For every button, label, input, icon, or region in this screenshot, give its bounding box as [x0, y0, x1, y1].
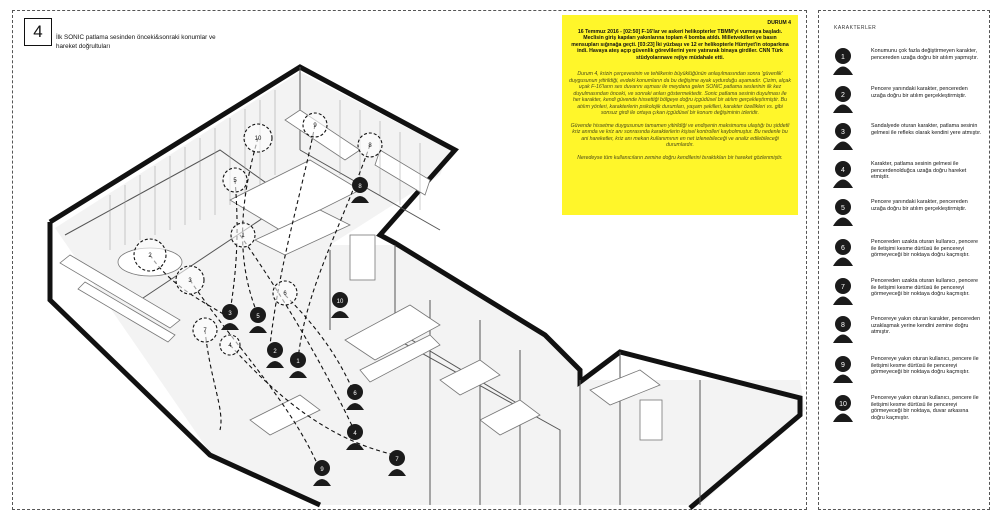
svg-text:9: 9: [841, 362, 845, 369]
person-figure-icon: 2: [266, 342, 284, 368]
previous-position-markers: [133, 112, 383, 356]
person-figure-icon: 5: [249, 307, 267, 333]
person-figure-icon: 7: [388, 450, 406, 476]
svg-text:4: 4: [353, 431, 357, 437]
legend-item: 5 Pencere yanındaki karakter, pencereden …: [828, 197, 986, 231]
svg-text:1: 1: [841, 54, 845, 61]
scenario-headline: 16 Temmuz 2016 - [02:50] F-16'lar ve ask…: [571, 28, 789, 61]
drawing-frame: [12, 10, 807, 510]
legend-item: 2 Pencere yanındaki karakter, pencereden …: [828, 84, 986, 118]
svg-text:3: 3: [841, 129, 845, 136]
person-figure-icon: 9: [313, 460, 331, 486]
person-avatar-icon: 7: [833, 278, 853, 305]
svg-text:5: 5: [841, 205, 845, 212]
marker-label: 9: [313, 123, 317, 129]
figure-number: 4: [24, 18, 52, 46]
marker-label: 10: [255, 136, 262, 142]
svg-text:7: 7: [841, 284, 845, 291]
legend-item-text: Konumunu çok fazla değiştirmeyen karakte…: [871, 48, 978, 61]
legend-item: 3 Sandalyede oturan karakter, patlama ses…: [828, 121, 986, 155]
marker-label: 4: [228, 343, 232, 349]
svg-text:10: 10: [839, 401, 847, 408]
legend-item-text: Pencereye yakın oturan kullanıcı, pencer…: [871, 356, 979, 376]
legend-item-text: Pencere yanındaki karakter, pencereden u…: [871, 86, 968, 99]
legend-item-text: Pencere yanındaki karakter, pencereden u…: [871, 199, 968, 212]
svg-text:5: 5: [256, 314, 260, 320]
svg-text:3: 3: [228, 311, 232, 317]
svg-text:7: 7: [395, 457, 399, 463]
marker-label: 7: [203, 328, 207, 334]
person-figure-icon: 3: [221, 304, 239, 330]
scenario-title: DURUM 4: [767, 20, 791, 26]
legend-item: 7 Pencereden uzakta oturan kullanıcı, pen…: [828, 276, 986, 310]
legend-item: 8 Pencereye yakın oturan karakter, pencer…: [828, 314, 986, 348]
legend-item-text: Pencereye yakın oturan karakter, pencere…: [871, 316, 981, 336]
svg-text:6: 6: [841, 245, 845, 252]
person-avatar-icon: 9: [833, 356, 853, 383]
legend-item-text: Karakter, patlama sesinin gelmesi ile pe…: [871, 161, 967, 181]
svg-text:8: 8: [841, 322, 845, 329]
person-avatar-icon: 6: [833, 239, 853, 266]
legend-item: 9 Pencereye yakın oturan kullanıcı, pence…: [828, 354, 986, 388]
marker-label: 5: [233, 178, 237, 184]
marker-label: 1: [241, 233, 245, 239]
scenario-panel: DURUM 4 16 Temmuz 2016 - [02:50] F-16'la…: [562, 15, 798, 215]
interior-walls: [64, 67, 701, 505]
person-figure-icon: 10: [331, 292, 349, 318]
marker-label: 8: [368, 143, 372, 149]
legend-item: 4 Karakter, patlama sesinin gelmesi ile p…: [828, 159, 986, 193]
person-figure-icon: 8: [351, 177, 369, 203]
person-figure-icon: 6: [346, 384, 364, 410]
person-avatar-icon: 1: [833, 48, 853, 75]
person-avatar-icon: 10: [833, 395, 853, 422]
legend-item: 1 Konumunu çok fazla değiştirmeyen karakt…: [828, 46, 986, 80]
svg-text:2: 2: [841, 92, 845, 99]
legend-frame: [818, 10, 990, 510]
person-avatar-icon: 8: [833, 316, 853, 343]
legend-item-text: Pencereye yakın oturan kullanıcı, pencer…: [871, 395, 979, 421]
svg-text:1: 1: [296, 359, 300, 365]
scenario-paragraph: Güvende hissetme duygusunun tamamen yiti…: [570, 122, 790, 149]
svg-text:10: 10: [337, 299, 344, 305]
legend-title: KARAKTERLER: [834, 25, 877, 31]
person-avatar-icon: 4: [833, 161, 853, 188]
legend-item: 6 Pencereden uzakta oturan kullanıcı, pen…: [828, 237, 986, 271]
person-figure-icon: 1: [289, 352, 307, 378]
outer-walls: [47, 64, 803, 510]
scenario-paragraph: Durum 4, krizin çerçevesinin ve tehliken…: [569, 71, 791, 116]
person-avatar-icon: 2: [833, 86, 853, 113]
svg-text:4: 4: [841, 167, 845, 174]
legend-item: 10 Pencereye yakın oturan kullanıcı, penc…: [828, 393, 986, 427]
legend-item-text: Sandalyede oturan karakter, patlama sesi…: [871, 123, 982, 136]
legend-item-text: Pencereden uzakta oturan kullanıcı, penc…: [871, 278, 978, 298]
character-figures: 1 2 3 4 5 6 7 8 9 10: [221, 177, 406, 486]
svg-text:6: 6: [353, 391, 357, 397]
marker-label: 6: [283, 291, 287, 297]
person-figure-icon: 4: [346, 424, 364, 450]
figure-subtitle: İlk SONIC patlama sesinden önceki&sonrak…: [56, 34, 216, 50]
marker-label: 3: [188, 278, 192, 284]
person-avatar-icon: 5: [833, 199, 853, 226]
svg-text:8: 8: [358, 184, 362, 190]
svg-text:2: 2: [273, 349, 277, 355]
previous-position-labels: 1 2 3 4 5 6 7 8 9 10: [148, 123, 372, 349]
svg-text:9: 9: [320, 467, 324, 473]
scenario-paragraph: Neredeyse tüm kullanıcıların zemine doğr…: [577, 154, 783, 161]
marker-label: 2: [148, 253, 152, 259]
legend-item-text: Pencereden uzakta oturan kullanıcı, penc…: [871, 239, 978, 259]
person-avatar-icon: 3: [833, 123, 853, 150]
